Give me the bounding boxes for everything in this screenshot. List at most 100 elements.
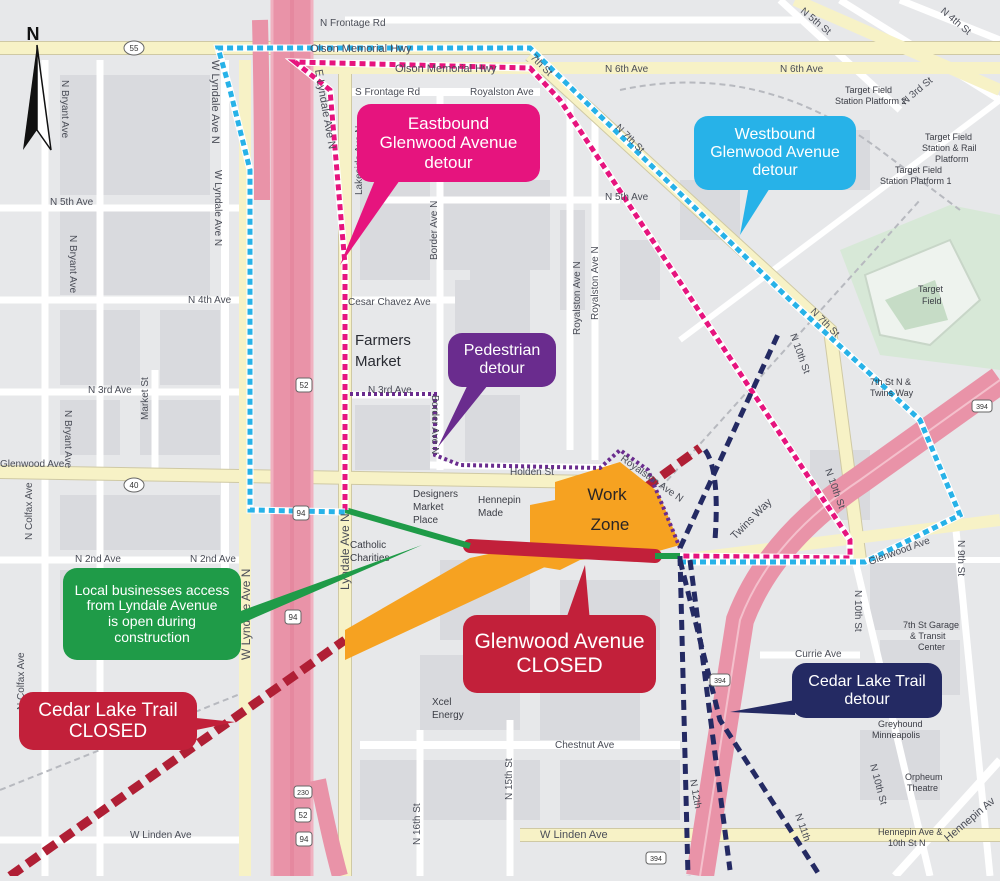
label-currie: Currie Ave	[795, 649, 842, 660]
local-line3: is open during	[108, 613, 196, 629]
poi-farmers-1: Farmers	[355, 332, 411, 349]
label-w-lyndale-n2: W Lyndale Ave N	[212, 170, 223, 246]
eastbound-line1: Eastbound	[407, 114, 490, 134]
local-line1: Local businesses access	[74, 581, 230, 598]
cedar-closed-line2: CLOSED	[68, 721, 148, 742]
glenwood-closed-bar	[463, 539, 662, 563]
label-n3rd: N 3rd Ave	[88, 385, 132, 396]
westbound-line1: Westbound	[734, 126, 816, 144]
north-arrow-icon: N	[23, 24, 52, 151]
westbound-detour-route	[214, 45, 964, 565]
label-chestnut: Chestnut Ave	[555, 740, 615, 751]
local-business-callout: Local businesses access from Lyndale Ave…	[63, 568, 241, 660]
label-market: Market St	[140, 377, 151, 420]
poi-hennepin-made-1: Hennepin	[478, 495, 521, 506]
svg-text:394: 394	[976, 404, 988, 411]
cedar-lake-trail-closed-east	[642, 444, 703, 492]
highways	[252, 0, 1000, 879]
label-olson-2: Olson Memorial Hwy	[395, 63, 497, 75]
poi-tfsr-1: Target Field	[925, 132, 972, 142]
westbound-line3: detour	[752, 161, 798, 179]
north-letter: N	[27, 24, 40, 44]
westbound-line2: Glenwood Avenue	[710, 144, 840, 162]
poi-greyhound-1: Greyhound	[878, 719, 923, 729]
poi-tfsp2-2: Station Platform 2	[835, 96, 907, 106]
label-w-lyndale-n: W Lyndale Ave N	[209, 60, 221, 144]
poi-tfsp2-1: Target Field	[845, 85, 892, 95]
cedar-lake-trail-closed-line	[7, 636, 348, 880]
work-zone-line1: Work	[587, 485, 627, 504]
poi-xcel-2: Energy	[432, 710, 464, 721]
pedestrian-detour-route	[350, 392, 682, 549]
label-n-frontage: N Frontage Rd	[320, 18, 386, 29]
glenwood-closed-callout: Glenwood Avenue CLOSED	[463, 615, 656, 693]
poi-farmers-2: Market	[355, 353, 402, 370]
label-holden: Holden St	[510, 467, 554, 478]
poi-xcel-1: Xcel	[432, 697, 451, 708]
label-colfax-b: N Colfax Ave	[16, 652, 27, 710]
city-blocks	[60, 75, 960, 820]
label-n9th-st: N 9th St	[955, 540, 966, 576]
eastbound-detour-callout: Eastbound Glenwood Avenue detour	[357, 104, 540, 182]
work-zone-line2: Zone	[591, 515, 630, 534]
poi-catholic-1: Catholic	[350, 540, 386, 551]
eastbound-detour-route	[287, 59, 853, 561]
svg-text:230: 230	[297, 790, 309, 797]
target-field-stadium	[840, 205, 1000, 370]
poi-twins-stn-1: 7th St N &	[870, 377, 911, 387]
poi-hennepin-made-2: Made	[478, 508, 503, 519]
svg-text:52: 52	[299, 811, 308, 820]
label-glenwood-w: Glenwood Ave	[0, 459, 65, 470]
poi-tfsp1-2: Station Platform 1	[880, 176, 952, 186]
cedar-lake-closed-callout: Cedar Lake Trail CLOSED	[19, 692, 197, 750]
label-n15th: N 15th St	[504, 758, 515, 800]
label-n16th: N 16th St	[412, 803, 423, 845]
shield-c40: 40	[123, 477, 145, 493]
callout-pointers	[196, 180, 795, 730]
glenwood-closed-line1: Glenwood Avenue	[474, 630, 645, 654]
label-n2nd-a: N 2nd Ave	[75, 554, 121, 565]
shield-hwy52-a: 52	[295, 377, 313, 393]
poi-garage-3: Center	[918, 642, 945, 652]
label-n5th-e: N 5th Ave	[605, 192, 649, 203]
poi-orpheum-1: Orpheum	[905, 772, 943, 782]
poi-target-field-1: Target	[918, 284, 944, 294]
label-border-a: Border Ave N	[429, 201, 440, 260]
svg-text:394: 394	[650, 856, 662, 863]
label-n4th: N 4th Ave	[188, 295, 232, 306]
label-n5th-w: N 5th Ave	[50, 197, 94, 208]
svg-text:394: 394	[714, 678, 726, 685]
shield-i94-b: 94	[284, 609, 302, 625]
poi-designers-1: Designers	[413, 489, 458, 500]
local-line4: construction	[114, 628, 190, 645]
poi-garage-2: & Transit	[910, 631, 946, 641]
poi-tfsr-2: Station & Rail	[922, 143, 977, 153]
label-royalston-ave: Royalston Ave	[470, 87, 534, 98]
label-n10th-c: N 10th St	[852, 590, 863, 632]
poi-tfsp1-1: Target Field	[895, 165, 942, 175]
poi-tfsr-3: Platform	[935, 154, 969, 164]
poi-hennepin-stn-2: 10th St N	[888, 838, 926, 848]
label-olson-top: Olson Memorial Hwy	[310, 43, 412, 55]
glenwood-closed-line2: CLOSED	[516, 654, 603, 677]
label-s-frontage: S Frontage Rd	[355, 87, 420, 98]
work-zone-area	[530, 462, 680, 570]
westbound-detour-callout: Westbound Glenwood Avenue detour	[694, 116, 856, 190]
poi-designers-2: Market	[413, 502, 444, 513]
cedar-closed-line1: Cedar Lake Trail	[38, 699, 178, 721]
label-linden-c: W Linden Ave	[540, 829, 608, 841]
label-cesar: Cesar Chavez Ave	[348, 297, 431, 308]
svg-text:94: 94	[289, 613, 298, 622]
pedestrian-line1: Pedestrian	[463, 342, 541, 360]
label-n2nd-b: N 2nd Ave	[190, 554, 236, 565]
cedar-lake-detour-callout: Cedar Lake Trail detour	[792, 663, 942, 718]
poi-garage-1: 7th St Garage	[903, 620, 959, 630]
label-linden-w: W Linden Ave	[130, 830, 192, 841]
label-n6th-a: N 6th Ave	[605, 64, 649, 75]
label-bryant-a: N Bryant Ave	[59, 80, 70, 139]
poi-designers-3: Place	[413, 515, 438, 526]
shield-i394-c: 394	[645, 851, 667, 865]
label-bryant-b: N Bryant Ave	[67, 235, 78, 294]
svg-text:94: 94	[297, 509, 306, 518]
